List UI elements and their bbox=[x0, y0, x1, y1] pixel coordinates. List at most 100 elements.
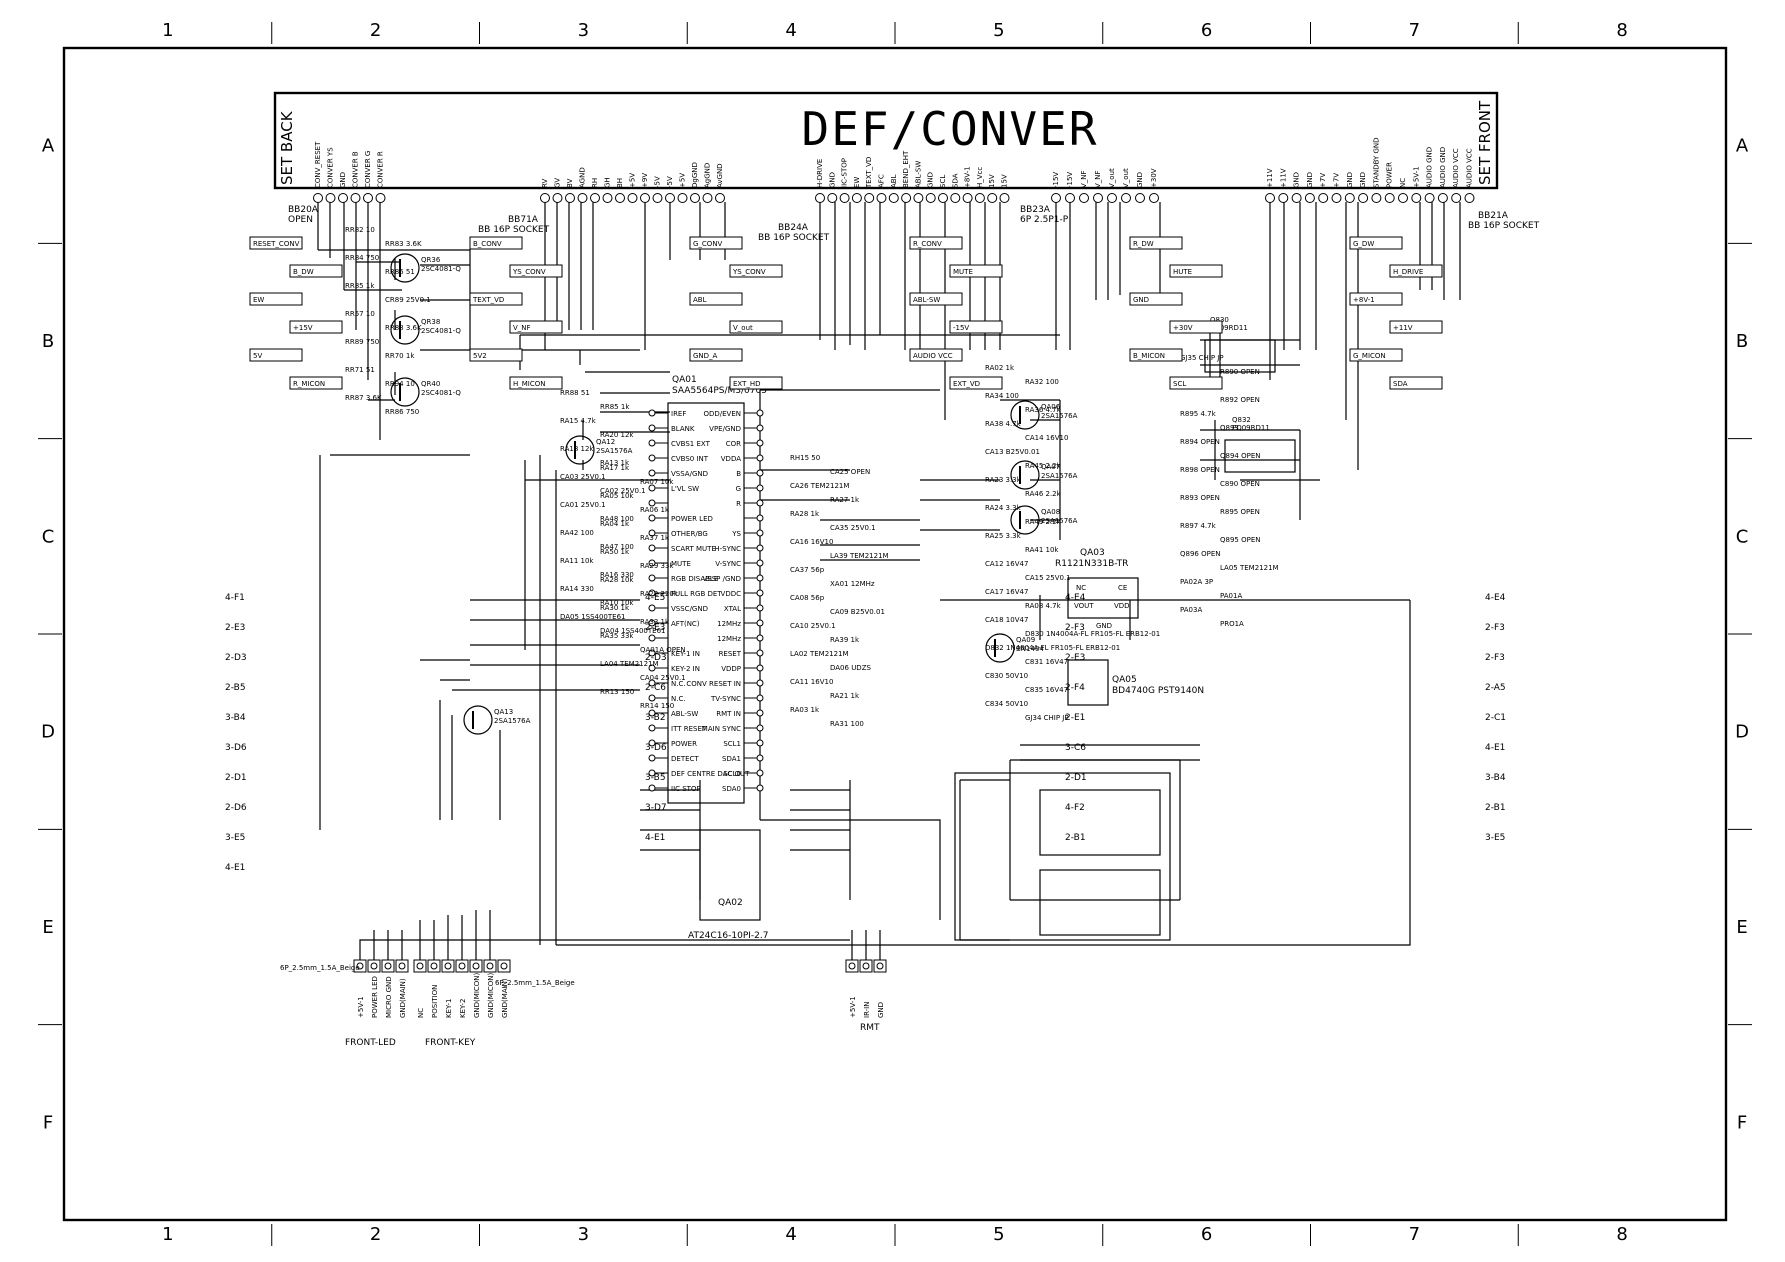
net-label-flag bbox=[1129, 292, 1183, 306]
transistor-ref: QA07 bbox=[1041, 463, 1060, 471]
ic-pin-label: CVBS0 INT bbox=[671, 455, 709, 463]
connector-pin-label: AUDIO GND bbox=[1426, 147, 1434, 188]
connector-pin bbox=[925, 193, 936, 203]
connector-pin bbox=[839, 193, 850, 203]
net-label-flag bbox=[1169, 376, 1223, 390]
net-label-text: H_MICON bbox=[513, 380, 546, 388]
net-label-flag bbox=[1169, 320, 1223, 334]
ic-pin bbox=[648, 439, 656, 447]
ic-pin-label: SDA1 bbox=[722, 755, 741, 763]
net-label-text: SDA bbox=[1393, 380, 1408, 388]
grid-col-label: 8 bbox=[1616, 20, 1627, 41]
connector-pin-label: IR-IN bbox=[863, 1002, 871, 1018]
ic-pin bbox=[756, 604, 764, 612]
net-label-text: YS_CONV bbox=[512, 268, 546, 276]
connector-pin bbox=[815, 193, 825, 203]
connector-pin-label: -15V bbox=[1066, 172, 1074, 188]
bb24-ref: BB24A bbox=[778, 223, 809, 233]
connector-pin bbox=[665, 193, 675, 203]
ic-pin bbox=[648, 499, 656, 507]
grid-col-label: 7 bbox=[1409, 20, 1420, 41]
regulator-pin-label: NC bbox=[1076, 584, 1086, 592]
offpage-ref: 2-F3 bbox=[1485, 653, 1505, 663]
ic-pin bbox=[756, 784, 764, 792]
net-label-flag bbox=[689, 292, 743, 306]
connector-pin-hole bbox=[398, 962, 406, 970]
component-label: RA47 100 bbox=[600, 543, 634, 551]
ic-pin-label: KEY-2 IN bbox=[671, 665, 700, 673]
component-label: RR88 3.6K bbox=[385, 324, 422, 332]
offpage-ref: 2-D1 bbox=[225, 773, 247, 783]
connector-pin-label: GH bbox=[604, 177, 612, 188]
ic-pin bbox=[756, 679, 764, 687]
connector-pin bbox=[652, 193, 663, 203]
connector-pin-hole bbox=[356, 962, 364, 970]
transistor-ref: QA13 bbox=[494, 708, 513, 716]
ic-pin-label: G bbox=[736, 485, 741, 493]
component-label: RA22 220k bbox=[640, 590, 679, 598]
component-label: RA46 2.2k bbox=[1025, 490, 1062, 498]
connector-pin bbox=[1149, 193, 1159, 203]
net-label-text: G_MICON bbox=[1353, 352, 1386, 360]
connector-pin-label: GND(MICON) bbox=[487, 972, 495, 1018]
net-label-flag bbox=[909, 292, 963, 306]
net-label-text: B_DW bbox=[293, 268, 314, 276]
connector-pin bbox=[677, 193, 688, 203]
component-label: RA05 10k bbox=[600, 492, 634, 500]
ic-pin bbox=[648, 514, 656, 522]
regulator-ref: Q832 bbox=[1232, 416, 1251, 424]
component-label: QA01A OPEN bbox=[640, 646, 686, 654]
net-label-text: ABL bbox=[693, 296, 707, 304]
net-label-text: R_MICON bbox=[293, 380, 325, 388]
offpage-ref: 3-D6 bbox=[645, 743, 667, 753]
connector-pin bbox=[851, 193, 862, 203]
connector-pin-label: CONVER YS bbox=[327, 147, 335, 188]
ic-pin bbox=[648, 589, 656, 597]
component-label: C890 OPEN bbox=[1220, 480, 1260, 488]
connector-pin-label: +11V bbox=[1266, 168, 1274, 188]
ic-pin-label: VSSP /GND bbox=[702, 575, 741, 583]
offpage-ref: 2-E3 bbox=[225, 623, 245, 633]
board-title: DEF/CONVER bbox=[802, 102, 1099, 156]
connector-pin-label: GND(MAIN) bbox=[399, 978, 407, 1018]
net-label-text: RESET_CONV bbox=[253, 240, 300, 248]
connector-pin-label: GND bbox=[1306, 172, 1314, 188]
component-label: RR85 1k bbox=[345, 282, 375, 290]
connector-pin-label: +11V bbox=[1279, 168, 1287, 188]
offpage-ref: 3-C6 bbox=[1065, 743, 1086, 753]
component-label: RA31 100 bbox=[830, 720, 864, 728]
connector-pin-label: AUDIO VCC bbox=[1452, 148, 1460, 188]
net-label-text: B_MICON bbox=[1133, 352, 1165, 360]
component-label: RR71 51 bbox=[345, 366, 375, 374]
ic-pin-label: VPE/GND bbox=[709, 425, 741, 433]
connector-pin-label: RV bbox=[541, 179, 549, 188]
connector-pin-hole bbox=[486, 962, 494, 970]
offpage-ref: 3-B2 bbox=[645, 713, 666, 723]
wiring bbox=[317, 202, 1461, 960]
component-label: RA23 3.3k bbox=[985, 476, 1022, 484]
offpage-ref: 4-E5 bbox=[645, 593, 665, 603]
connector-pin-label: +5V-1 bbox=[849, 996, 857, 1018]
board-title-box bbox=[273, 91, 1499, 190]
regulator-part: PQ09RD11 bbox=[1210, 324, 1248, 332]
grid-col-label: 1 bbox=[162, 1224, 173, 1245]
ic-pin-label: IREF bbox=[671, 410, 686, 418]
net-label-text: AUDIO VCC bbox=[913, 352, 953, 360]
offpage-ref: 3-E5 bbox=[1485, 833, 1505, 843]
grid-col-label: 1 bbox=[162, 20, 173, 41]
component-label: RA02 1k bbox=[985, 364, 1015, 372]
ic-pin-label: 12MHz bbox=[717, 620, 741, 628]
connector-pin-label: GND bbox=[1359, 172, 1367, 188]
ic-qa01-ref: QA01 bbox=[672, 375, 697, 385]
connector-pin-label: TEXT_VD bbox=[865, 157, 873, 189]
component-label: RA25 3.3k bbox=[985, 532, 1022, 540]
component-label: RA07 10k bbox=[640, 478, 674, 486]
ic-pin bbox=[648, 694, 656, 702]
transistor-ref: QA08 bbox=[1041, 508, 1060, 516]
offpage-ref: 2-A5 bbox=[1485, 683, 1506, 693]
ic-pin bbox=[756, 439, 764, 447]
net-label-text: +11V bbox=[1393, 324, 1413, 332]
offpage-ref: 2-B1 bbox=[1065, 833, 1086, 843]
net-label-text: B_CONV bbox=[473, 240, 502, 248]
component-label: RA06 1k bbox=[640, 506, 670, 514]
